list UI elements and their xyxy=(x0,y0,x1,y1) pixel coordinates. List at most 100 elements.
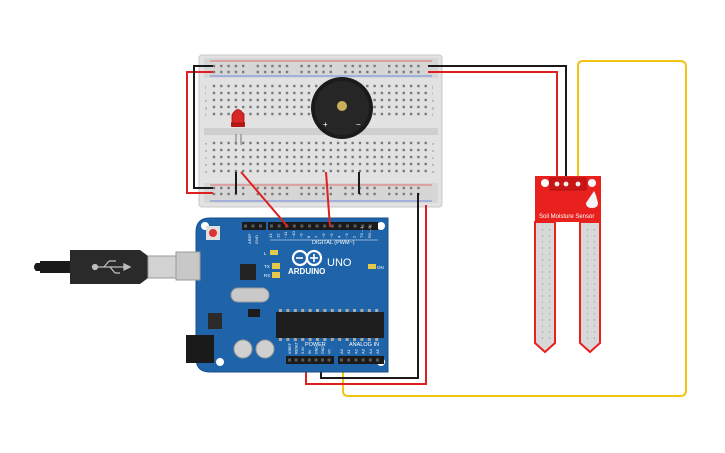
breadboard-hole[interactable] xyxy=(234,91,238,95)
breadboard-hole[interactable] xyxy=(307,162,311,166)
breadboard-hole[interactable] xyxy=(227,91,230,95)
header-pin[interactable] xyxy=(244,224,247,228)
breadboard-hole[interactable] xyxy=(285,112,289,116)
breadboard-hole[interactable] xyxy=(227,162,230,166)
breadboard-hole[interactable] xyxy=(271,162,274,166)
breadboard-hole[interactable] xyxy=(373,148,376,152)
breadboard-hole[interactable] xyxy=(271,98,274,102)
breadboard-hole[interactable] xyxy=(278,91,281,95)
rail-hole[interactable] xyxy=(402,64,405,68)
breadboard-hole[interactable] xyxy=(409,105,413,109)
rail-hole[interactable] xyxy=(329,186,332,190)
breadboard-hole[interactable] xyxy=(307,155,311,159)
rail-hole[interactable] xyxy=(234,70,238,74)
rail-hole[interactable] xyxy=(417,186,420,190)
breadboard-hole[interactable] xyxy=(402,98,405,102)
rail-hole[interactable] xyxy=(351,192,354,196)
breadboard-hole[interactable] xyxy=(373,98,376,102)
breadboard-hole[interactable] xyxy=(417,148,420,152)
breadboard-hole[interactable] xyxy=(293,84,296,88)
breadboard-hole[interactable] xyxy=(373,141,376,145)
breadboard-hole[interactable] xyxy=(424,162,427,166)
rail-hole[interactable] xyxy=(366,186,369,190)
rail-hole[interactable] xyxy=(373,186,376,190)
breadboard-hole[interactable] xyxy=(249,112,252,116)
breadboard-hole[interactable] xyxy=(300,141,303,145)
breadboard-hole[interactable] xyxy=(263,84,267,88)
rail-hole[interactable] xyxy=(322,192,325,196)
rail-hole[interactable] xyxy=(256,70,259,74)
digital-header[interactable] xyxy=(268,222,378,230)
breadboard-hole[interactable] xyxy=(336,141,340,145)
breadboard-hole[interactable] xyxy=(417,105,420,109)
breadboard-hole[interactable] xyxy=(242,91,245,95)
breadboard-hole[interactable] xyxy=(402,141,405,145)
rail-hole[interactable] xyxy=(234,64,238,68)
rail-hole[interactable] xyxy=(212,186,216,190)
rail-hole[interactable] xyxy=(271,64,274,68)
breadboard-hole[interactable] xyxy=(424,112,427,116)
breadboard-hole[interactable] xyxy=(322,141,325,145)
rail-hole[interactable] xyxy=(212,64,216,68)
breadboard-hole[interactable] xyxy=(315,84,318,88)
breadboard-hole[interactable] xyxy=(220,98,223,102)
rail-hole[interactable] xyxy=(300,64,303,68)
breadboard-hole[interactable] xyxy=(212,84,216,88)
breadboard-hole[interactable] xyxy=(227,169,230,173)
breadboard-hole[interactable] xyxy=(402,112,405,116)
rail-hole[interactable] xyxy=(417,64,420,68)
breadboard-hole[interactable] xyxy=(300,169,303,173)
header-pin[interactable] xyxy=(259,224,262,228)
header-pin[interactable] xyxy=(346,224,349,228)
breadboard-hole[interactable] xyxy=(366,162,369,166)
breadboard-hole[interactable] xyxy=(249,169,252,173)
breadboard-hole[interactable] xyxy=(249,84,252,88)
rail-hole[interactable] xyxy=(242,186,245,190)
piezo-buzzer[interactable]: + − xyxy=(311,77,373,139)
header-pin[interactable] xyxy=(330,224,334,228)
breadboard-hole[interactable] xyxy=(315,155,318,159)
breadboard-hole[interactable] xyxy=(373,169,376,173)
breadboard-hole[interactable] xyxy=(212,155,216,159)
rail-hole[interactable] xyxy=(263,70,267,74)
rail-hole[interactable] xyxy=(278,64,281,68)
breadboard-hole[interactable] xyxy=(278,105,281,109)
wire-black-to-sensor[interactable] xyxy=(428,65,567,180)
breadboard-hole[interactable] xyxy=(271,148,274,152)
breadboard-hole[interactable] xyxy=(227,155,230,159)
breadboard-hole[interactable] xyxy=(344,162,347,166)
rail-hole[interactable] xyxy=(300,192,303,196)
rail-hole[interactable] xyxy=(256,64,259,68)
breadboard-hole[interactable] xyxy=(344,148,347,152)
header-pin[interactable] xyxy=(251,224,255,228)
breadboard-hole[interactable] xyxy=(300,148,303,152)
header-pin[interactable] xyxy=(301,358,305,362)
breadboard-hole[interactable] xyxy=(322,162,325,166)
rail-hole[interactable] xyxy=(409,70,413,74)
breadboard-hole[interactable] xyxy=(263,98,267,102)
breadboard-hole[interactable] xyxy=(212,169,216,173)
breadboard-hole[interactable] xyxy=(293,169,296,173)
breadboard-hole[interactable] xyxy=(212,162,216,166)
breadboard-hole[interactable] xyxy=(409,98,413,102)
breadboard-hole[interactable] xyxy=(344,155,347,159)
breadboard-hole[interactable] xyxy=(315,148,318,152)
header-pin[interactable] xyxy=(338,224,342,228)
rail-hole[interactable] xyxy=(227,70,230,74)
header-pin[interactable] xyxy=(376,358,379,362)
rail-hole[interactable] xyxy=(315,64,318,68)
breadboard-hole[interactable] xyxy=(417,162,420,166)
breadboard-hole[interactable] xyxy=(220,155,223,159)
breadboard-hole[interactable] xyxy=(351,162,354,166)
breadboard-hole[interactable] xyxy=(285,84,289,88)
breadboard-hole[interactable] xyxy=(409,155,413,159)
header-pin[interactable] xyxy=(314,358,318,362)
arduino-uno[interactable]: TX RX L ON ARDUINO UNO DIGITAL (PWM~) xyxy=(175,217,389,373)
breadboard-hole[interactable] xyxy=(380,148,384,152)
breadboard-hole[interactable] xyxy=(263,169,267,173)
breadboard-hole[interactable] xyxy=(336,148,340,152)
breadboard-hole[interactable] xyxy=(402,155,405,159)
rail-hole[interactable] xyxy=(315,192,318,196)
header-pin[interactable] xyxy=(315,224,319,228)
rail-hole[interactable] xyxy=(307,186,311,190)
